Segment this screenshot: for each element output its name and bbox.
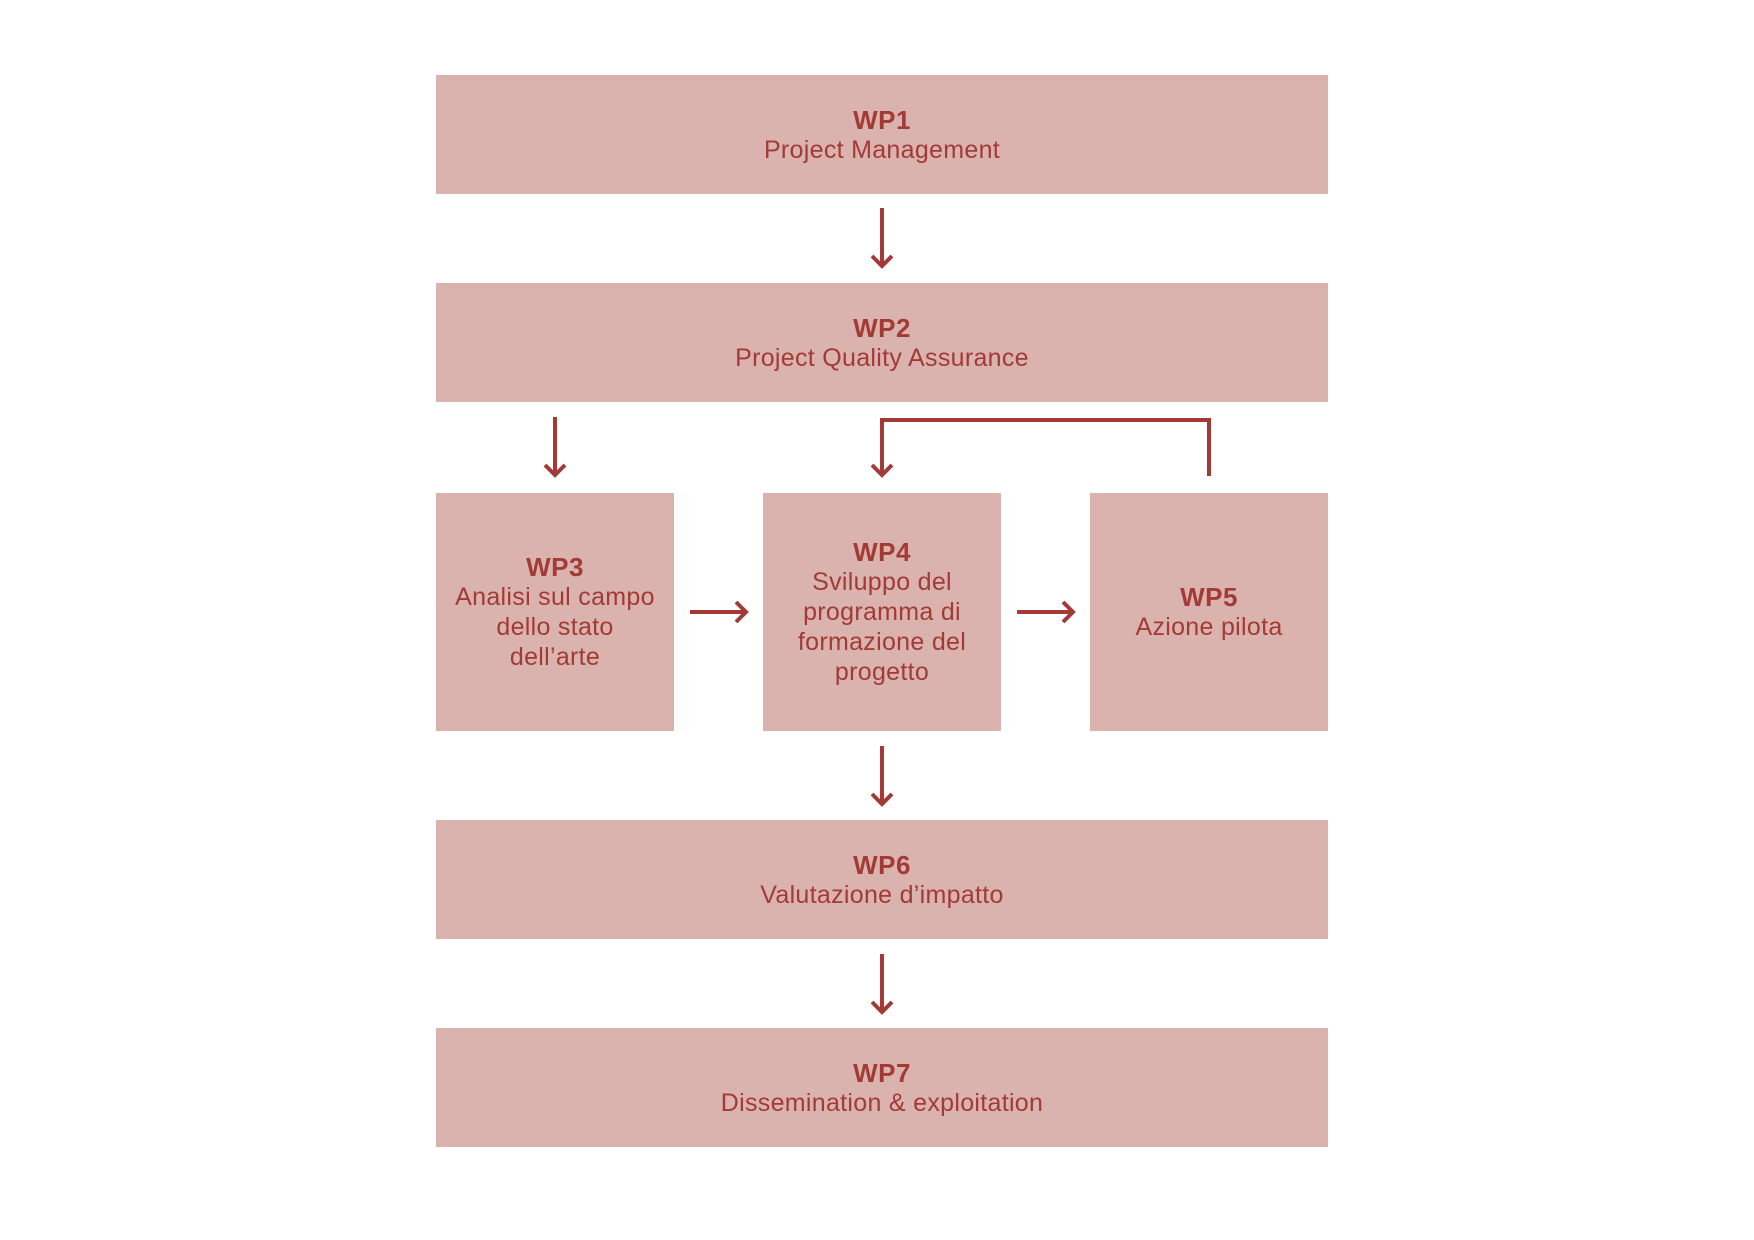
node-wp2-label: Project Quality Assurance <box>735 343 1029 372</box>
arrow-wp3-to-wp4 <box>690 600 749 624</box>
node-wp5-label: Azione pilota <box>1135 613 1283 641</box>
node-wp3-label: Analisi sul campo dello stato dell’arte <box>455 583 655 671</box>
node-wp1: WP1 Project Management <box>436 75 1328 194</box>
node-wp6-code: WP6 <box>853 849 911 880</box>
node-wp4-label: Sviluppo del programma di formazione del… <box>797 568 967 686</box>
node-wp7-code: WP7 <box>853 1057 911 1088</box>
node-wp1-label: Project Management <box>763 135 1001 164</box>
node-wp1-code: WP1 <box>853 104 911 135</box>
node-wp7: WP7 Dissemination & exploitation <box>436 1028 1328 1147</box>
node-wp6-label: Valutazione d’impatto <box>760 880 1004 909</box>
node-wp7-label: Dissemination & exploitation <box>720 1088 1044 1117</box>
arrow-wp4-to-wp5 <box>1017 600 1076 624</box>
arrow-wp4-to-wp6 <box>870 746 894 807</box>
arrow-wp2-to-wp3 <box>543 417 567 478</box>
node-wp3: WP3 Analisi sul campo dello stato dell’a… <box>436 493 674 731</box>
node-wp5: WP5 Azione pilota <box>1090 493 1328 731</box>
arrow-wp1-to-wp2 <box>870 208 894 269</box>
node-wp2-code: WP2 <box>853 312 911 343</box>
node-wp5-code: WP5 <box>1180 582 1238 612</box>
node-wp4: WP4 Sviluppo del programma di formazione… <box>763 493 1001 731</box>
node-wp3-code: WP3 <box>526 552 584 582</box>
arrow-wp6-to-wp7 <box>870 954 894 1015</box>
arrow-wp5-to-wp4-loop <box>882 418 1211 476</box>
node-wp6: WP6 Valutazione d’impatto <box>436 820 1328 939</box>
arrow-into-wp4-top <box>870 418 894 478</box>
node-wp4-code: WP4 <box>853 537 911 567</box>
node-wp2: WP2 Project Quality Assurance <box>436 283 1328 402</box>
